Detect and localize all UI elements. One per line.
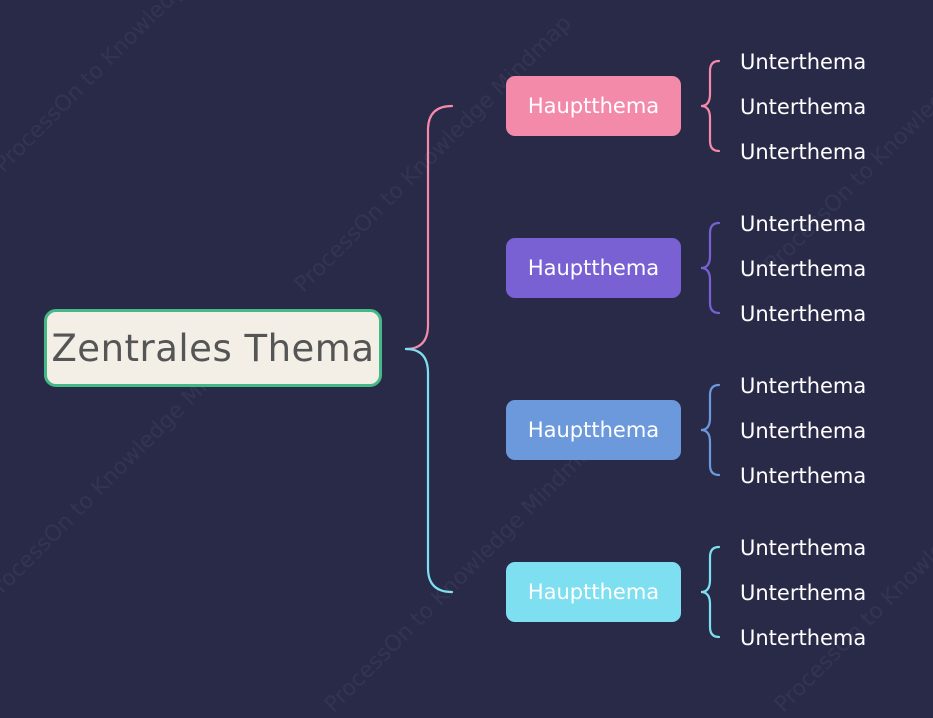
bracket-upper-connector <box>404 104 454 351</box>
subtopic[interactable]: Unterthema <box>740 140 867 164</box>
main-topic-label: Hauptthema <box>527 418 660 442</box>
subtopic[interactable]: Unterthema <box>740 536 867 560</box>
subtopic[interactable]: Unterthema <box>740 464 867 488</box>
main-topic-label: Hauptthema <box>527 256 660 280</box>
subtopic-brace-4 <box>700 545 721 639</box>
bracket-lower-connector <box>404 347 454 594</box>
main-topic-3[interactable]: Hauptthema <box>506 400 681 460</box>
subtopic-brace-2 <box>700 221 721 315</box>
main-topic-label: Hauptthema <box>527 94 660 118</box>
main-topic-4[interactable]: Hauptthema <box>506 562 681 622</box>
main-topic-1[interactable]: Hauptthema <box>506 76 681 136</box>
main-topic-label: Hauptthema <box>527 580 660 604</box>
central-topic[interactable]: Zentrales Thema <box>44 309 382 387</box>
subtopic[interactable]: Unterthema <box>740 581 867 605</box>
subtopic-brace-3 <box>700 383 721 477</box>
subtopic[interactable]: Unterthema <box>740 374 867 398</box>
subtopic[interactable]: Unterthema <box>740 626 867 650</box>
subtopic[interactable]: Unterthema <box>740 212 867 236</box>
subtopic-brace-1 <box>700 59 721 153</box>
subtopic[interactable]: Unterthema <box>740 257 867 281</box>
subtopic[interactable]: Unterthema <box>740 95 867 119</box>
central-topic-label: Zentrales Thema <box>51 326 375 370</box>
main-topic-2[interactable]: Hauptthema <box>506 238 681 298</box>
subtopic[interactable]: Unterthema <box>740 50 867 74</box>
subtopic[interactable]: Unterthema <box>740 419 867 443</box>
subtopic[interactable]: Unterthema <box>740 302 867 326</box>
